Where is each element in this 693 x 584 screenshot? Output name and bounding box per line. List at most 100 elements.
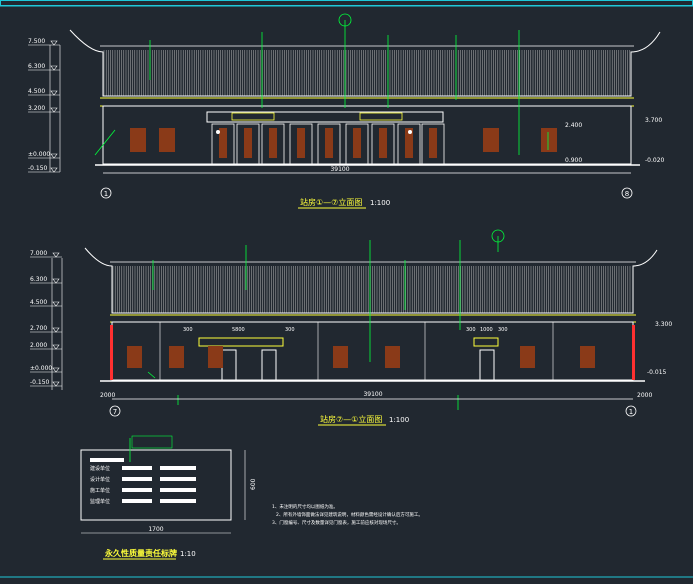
level-triangle (50, 65, 58, 71)
elevation-1-mid-level-b: 0.900 (565, 157, 582, 164)
level-label: 2.700 (30, 325, 47, 332)
level-label: 6.300 (28, 63, 45, 70)
plaque-outline (80, 449, 232, 521)
storefront-panel (397, 123, 421, 166)
elevation-1-left-axis: 1 (104, 190, 108, 198)
elevation-2-scale: 1:100 (389, 416, 409, 424)
elevation-2-entrance-canopy (198, 337, 284, 347)
sign-board (359, 112, 403, 121)
corner-mark (632, 325, 635, 380)
viewport-frame (0, 0, 693, 6)
plaque-row-label: 施工单位 (90, 487, 110, 494)
elevation-1-roof (103, 50, 631, 96)
elevation-2-left-axis: 7 (113, 408, 117, 416)
level-label: 7.000 (30, 250, 47, 257)
storefront-glass (244, 128, 252, 158)
sign-board (231, 112, 275, 121)
level-triangle (52, 278, 60, 284)
storefront-panel (289, 123, 313, 166)
elevation-2-dim-f: 300 (498, 327, 508, 333)
window (159, 128, 175, 152)
level-label: 2.000 (30, 342, 47, 349)
level-triangle (50, 167, 58, 173)
level-triangle (52, 301, 60, 307)
plaque-height-dim: 600 (250, 478, 257, 490)
level-triangle (50, 90, 58, 96)
general-notes: 1、未注明的尺寸均以图纸为准。 2、所有外墙饰面做法详见建筑说明，材料颜色需经设… (272, 503, 423, 526)
elevation-2-door-right-canopy (473, 337, 499, 347)
window (541, 128, 557, 152)
plaque-row-label: 建设单位 (90, 465, 110, 472)
storefront-panel (317, 123, 341, 166)
window (127, 346, 142, 368)
elevation-2-detail-marker (491, 229, 505, 243)
storefront-glass (379, 128, 387, 158)
level-label: 6.300 (30, 276, 47, 283)
level-label: -0.150 (28, 165, 48, 172)
elevation-1-storefront (211, 112, 445, 166)
level-triangle (52, 344, 60, 350)
storefront-glass (429, 128, 437, 158)
wall-lamp (408, 130, 412, 134)
window (169, 346, 184, 368)
plaque-scale: 1:10 (180, 550, 196, 558)
plaque-row-fill (122, 488, 152, 492)
plaque-row-fill (160, 488, 196, 492)
elevation-2-right-axis: 1 (629, 408, 633, 416)
storefront-panel (371, 123, 395, 166)
elevation-2-left-side-dim: 2000 (100, 392, 115, 399)
elevation-1-left-axis-bubble (100, 187, 112, 199)
window (580, 346, 595, 368)
plaque-width-dim: 1700 (148, 526, 163, 533)
elevation-1-total-dim: 39100 (330, 166, 349, 173)
level-label: 3.200 (28, 105, 45, 112)
level-label: 4.500 (30, 299, 47, 306)
elevation-2-roof-outline (84, 247, 658, 314)
storefront-glass (219, 128, 227, 158)
elevation-2-total-dim: 39100 (363, 391, 382, 398)
plaque-row-label: 监理单位 (90, 498, 110, 505)
elevation-1-canopy (206, 111, 444, 123)
plaque-row-fill (122, 499, 152, 503)
plaque-row-fill (160, 466, 196, 470)
storefront-panel (261, 123, 285, 166)
elevation-2-dim-b: 5800 (232, 327, 245, 333)
storefront-glass (405, 128, 413, 158)
elevation-1-wall (102, 105, 632, 165)
elevation-1-scale: 1:100 (370, 199, 390, 207)
level-label: ±0.000 (30, 365, 52, 372)
level-triangle (50, 107, 58, 113)
elevation-1-roof-outline (69, 29, 661, 97)
elevation-2-windows (110, 325, 635, 380)
elevation-2-door-left-a (221, 349, 237, 381)
elevation-2-title: 站房⑦—①立面图 (320, 414, 382, 424)
plaque-title: 永久性质量责任标牌 (104, 548, 177, 558)
plaque-bar (90, 458, 124, 462)
window (385, 346, 400, 368)
level-label: ±0.000 (28, 151, 50, 158)
elevation-1-right-level-top: 3.700 (645, 117, 662, 124)
storefront-panel (345, 123, 369, 166)
elevation-1-leaders (94, 20, 549, 156)
elevation-1-right-axis: 8 (625, 190, 629, 198)
storefront-panel (421, 123, 445, 166)
level-triangle (52, 252, 60, 258)
storefront-glass (297, 128, 305, 158)
level-triangle (50, 153, 58, 159)
corner-mark (110, 325, 113, 380)
plaque-row-fill (122, 466, 152, 470)
level-triangle (50, 40, 58, 46)
elevation-2-right-level-top: 3.300 (655, 321, 672, 328)
elevation-2-dim-c: 300 (285, 327, 295, 333)
elevation-1-mid-level-a: 2.400 (565, 122, 582, 129)
window (483, 128, 499, 152)
note-line-3: 3、门窗编号、尺寸及数量详见门窗表，施工前应核对现场尺寸。 (272, 519, 401, 526)
elevation-2-right-axis-bubble (625, 405, 637, 417)
wall-lamp (216, 130, 220, 134)
note-line-2: 2、所有外墙饰面做法详见建筑说明，材料颜色需经设计确认后方可施工。 (276, 511, 423, 518)
elevation-2-dim-e: 1000 (480, 327, 493, 333)
level-label: 4.500 (28, 88, 45, 95)
elevation-2-roof (112, 266, 631, 313)
